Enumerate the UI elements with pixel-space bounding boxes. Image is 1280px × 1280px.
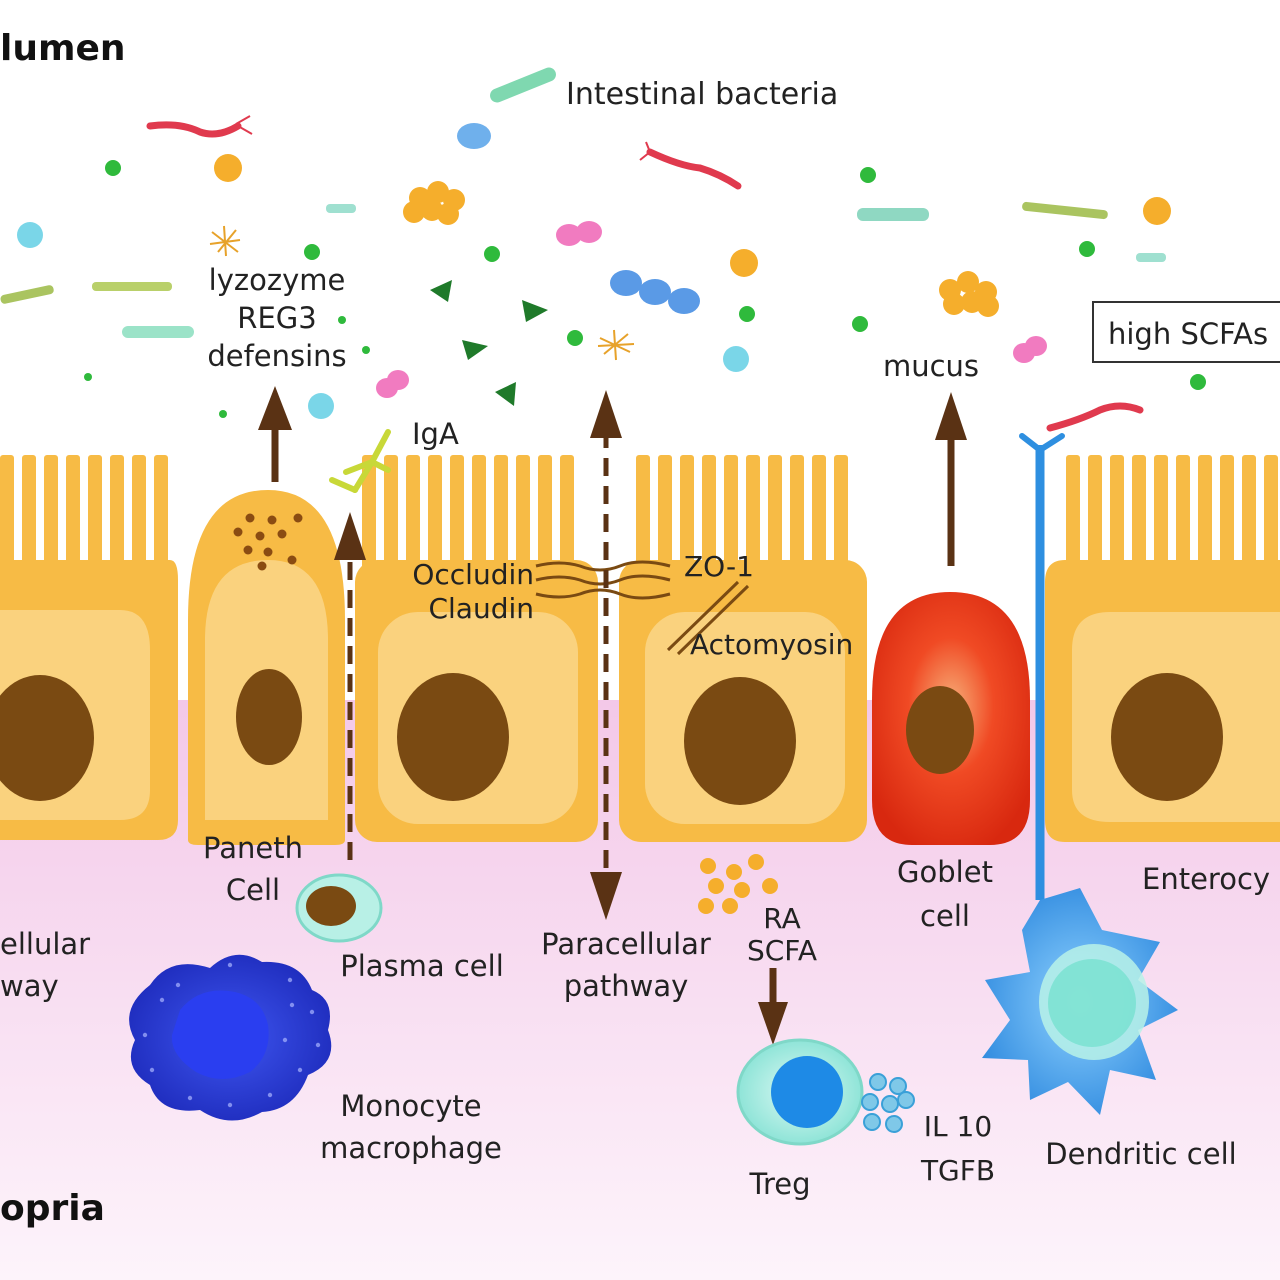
rod-bacterium xyxy=(1136,253,1166,262)
yellow-cocci xyxy=(214,154,1171,277)
rod-bacterium xyxy=(490,67,556,103)
spiral-bacterium xyxy=(146,121,242,138)
goblet-cell xyxy=(872,592,1030,845)
rod-bacterium xyxy=(0,285,54,304)
iga-antibody xyxy=(329,429,391,493)
paneth-granules xyxy=(233,513,303,571)
plasma-cell-label: Plasma cell xyxy=(340,949,504,983)
green-dots xyxy=(84,160,1206,418)
lamina-propria-label: opria xyxy=(0,1188,105,1229)
ra-scfa-molecules xyxy=(698,854,778,914)
antimicrobial-label-1: lyzozyme xyxy=(209,263,346,297)
spiral-bacterium xyxy=(235,115,253,135)
nucleus xyxy=(0,675,94,801)
coccus-chain xyxy=(610,270,700,314)
monocyte-label-1: Monocyte xyxy=(340,1089,481,1123)
enterocyte-label: Enterocy xyxy=(1142,862,1270,896)
green-triangles xyxy=(430,280,548,406)
enterocyte-right xyxy=(1045,455,1280,842)
nucleus xyxy=(397,673,509,801)
claudin-label: Claudin xyxy=(428,592,534,625)
tight-junction xyxy=(535,560,750,656)
cyan-spheres xyxy=(17,222,749,419)
goblet-label-2: cell xyxy=(920,899,970,933)
high-scfas-label: high SCFAs xyxy=(1108,317,1268,351)
nucleus xyxy=(236,669,302,765)
enterocyte-center-right xyxy=(619,455,867,842)
paracellular-label-2: pathway xyxy=(564,969,689,1003)
nucleus xyxy=(1111,673,1223,801)
transcellular-label-1: ellular xyxy=(0,927,90,961)
yellow-cluster xyxy=(403,181,999,317)
rod-bacterium xyxy=(92,282,172,291)
tgfb-label: TGFB xyxy=(920,1154,995,1187)
paneth-label-1: Paneth xyxy=(203,831,303,865)
iga-label: IgA xyxy=(412,417,459,451)
rod-bacterium xyxy=(326,204,356,213)
plasma-cell xyxy=(295,873,383,943)
ra-label: RA xyxy=(763,902,800,935)
diplococcus xyxy=(376,221,1047,398)
dendritic-cell-label: Dendritic cell xyxy=(1045,1137,1236,1171)
antimicrobial-label-3: defensins xyxy=(207,339,346,373)
enterocyte-center-left xyxy=(355,455,598,842)
nucleus xyxy=(684,677,796,805)
intestinal-bacteria-label: Intestinal bacteria xyxy=(566,77,838,112)
arrows xyxy=(258,386,967,1045)
paneth-cell xyxy=(188,490,345,845)
high-scfas-box xyxy=(1092,301,1280,363)
antimicrobial-label-2: REG3 xyxy=(237,301,316,335)
treg-label: Treg xyxy=(749,1167,811,1201)
bacteria-cluster xyxy=(0,67,1206,432)
rod-bacterium xyxy=(857,208,929,221)
occludin-label: Occludin xyxy=(412,558,534,591)
treg-cell xyxy=(736,1038,864,1146)
spiral-bacterium xyxy=(1046,402,1144,432)
nucleus xyxy=(906,686,974,774)
monocyte-label-2: macrophage xyxy=(320,1131,502,1165)
zo1-label: ZO-1 xyxy=(684,550,754,583)
mucus-label: mucus xyxy=(883,349,979,383)
cytokine-molecules xyxy=(861,1073,915,1133)
paneth-label-2: Cell xyxy=(226,873,280,907)
spiral-bacterium xyxy=(646,148,742,190)
rod-bacterium xyxy=(1022,201,1108,220)
enzyme-burst xyxy=(209,225,635,361)
rod-bacterium xyxy=(122,326,194,338)
goblet-label-1: Goblet xyxy=(897,855,993,889)
scfa-label: SCFA xyxy=(747,934,817,967)
dendritic-cell xyxy=(982,433,1178,1115)
coccus-bacterium xyxy=(457,123,491,149)
spiral-bacterium xyxy=(639,141,651,161)
lumen-label: lumen xyxy=(0,28,126,69)
monocyte-macrophage xyxy=(129,954,332,1121)
il10-label: IL 10 xyxy=(924,1110,992,1143)
transcellular-label-2: way xyxy=(0,969,59,1003)
paracellular-label-1: Paracellular xyxy=(541,927,711,961)
enterocyte-left xyxy=(0,455,178,840)
actomyosin-label: Actomyosin xyxy=(690,628,853,661)
